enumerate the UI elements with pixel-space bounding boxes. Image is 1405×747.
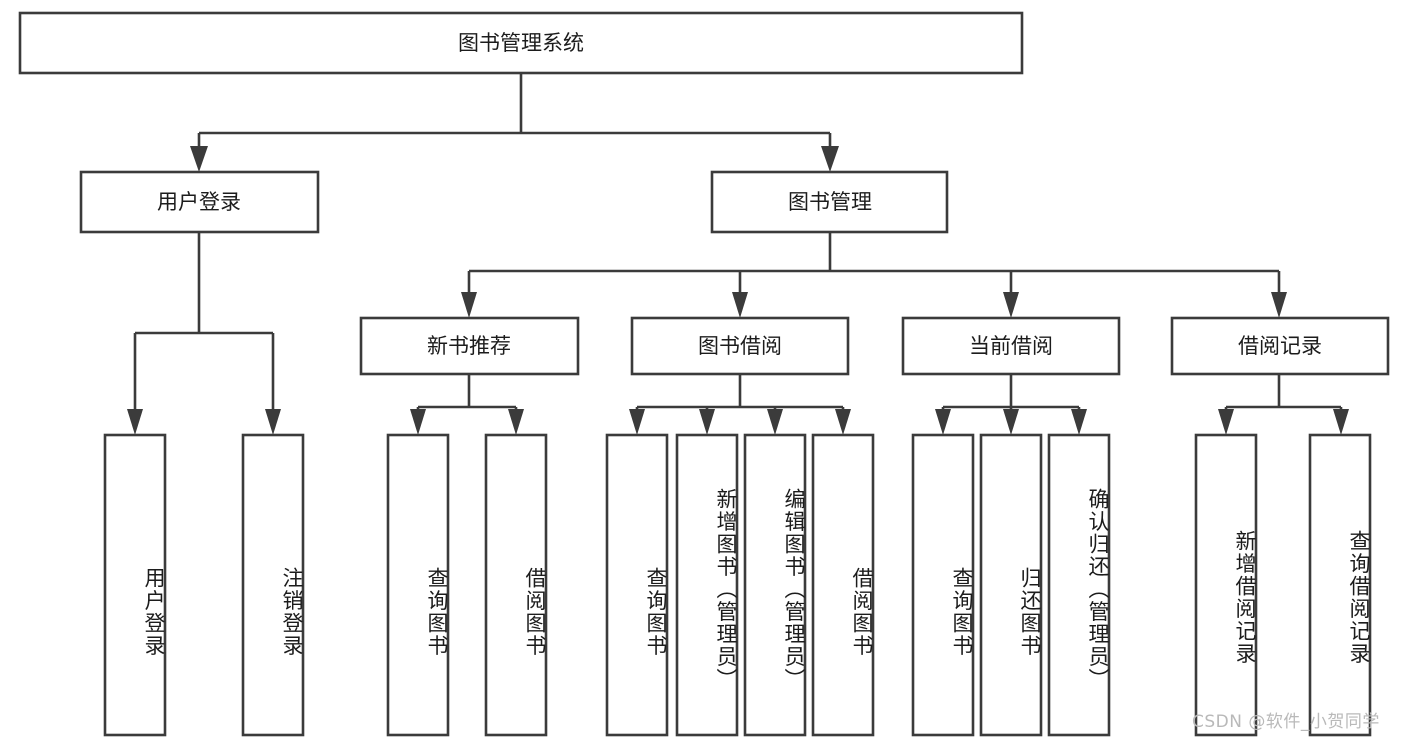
arrowhead-leaf-borrow-book-1 bbox=[508, 409, 524, 435]
arrowhead-book-borrow bbox=[732, 292, 748, 318]
node-leaf-borrow-book-1-box[interactable] bbox=[484, 433, 548, 737]
connector-layer bbox=[127, 73, 1349, 435]
node-current-borrow[interactable]: 当前借阅 bbox=[901, 316, 1121, 376]
node-leaf-query-book-3-box[interactable] bbox=[911, 433, 975, 737]
node-user-login[interactable]: 用户登录 bbox=[79, 170, 320, 234]
arrowhead-leaf-query-book-2 bbox=[629, 409, 645, 435]
arrowhead-leaf-edit-book bbox=[767, 409, 783, 435]
node-leaf-query-book-1-box[interactable] bbox=[386, 433, 450, 737]
arrowhead-leaf-query-record bbox=[1333, 409, 1349, 435]
node-new-book-rec[interactable]: 新书推荐 bbox=[359, 316, 580, 376]
node-leaf-user-login-box[interactable] bbox=[103, 433, 167, 737]
arrowhead-book-manage bbox=[821, 146, 839, 172]
node-leaf-add-record-box[interactable] bbox=[1194, 433, 1258, 737]
node-leaf-return-book-box[interactable] bbox=[979, 433, 1043, 737]
node-book-borrow-box[interactable] bbox=[630, 316, 850, 376]
node-root-label: 图书管理系统 bbox=[458, 31, 584, 55]
node-root[interactable]: 图书管理系统 bbox=[18, 11, 1024, 75]
arrowhead-user-login bbox=[190, 146, 208, 172]
node-book-manage-box[interactable] bbox=[710, 170, 949, 234]
arrowhead-leaf-user-login bbox=[127, 409, 143, 435]
node-leaf-query-record-box[interactable] bbox=[1308, 433, 1372, 737]
node-leaf-confirm-return-box[interactable] bbox=[1047, 433, 1111, 737]
node-new-book-rec-box[interactable] bbox=[359, 316, 580, 376]
node-leaf-add-book-box[interactable] bbox=[675, 433, 739, 737]
arrowhead-leaf-return-book bbox=[1003, 409, 1019, 435]
arrowhead-leaf-user-logout bbox=[265, 409, 281, 435]
node-root-box[interactable] bbox=[18, 11, 1024, 75]
arrowhead-leaf-borrow-book-2 bbox=[835, 409, 851, 435]
arrowhead-current-borrow bbox=[1003, 292, 1019, 318]
node-new-book-rec-label: 新书推荐 bbox=[427, 334, 511, 358]
node-borrow-record-label: 借阅记录 bbox=[1238, 334, 1322, 358]
node-book-borrow[interactable]: 图书借阅 bbox=[630, 316, 850, 376]
arrowhead-borrow-record bbox=[1271, 292, 1287, 318]
node-user-login-label: 用户登录 bbox=[157, 190, 241, 214]
arrowhead-leaf-query-book-1 bbox=[410, 409, 426, 435]
arrowhead-leaf-add-record bbox=[1218, 409, 1234, 435]
arrowhead-leaf-confirm-return bbox=[1071, 409, 1087, 435]
node-user-login-box[interactable] bbox=[79, 170, 320, 234]
node-leaf-borrow-book-2-box[interactable] bbox=[811, 433, 875, 737]
node-borrow-record[interactable]: 借阅记录 bbox=[1170, 316, 1390, 376]
csdn-watermark: CSDN @软件_小贺同学 bbox=[1192, 712, 1380, 732]
node-current-borrow-box[interactable] bbox=[901, 316, 1121, 376]
node-book-manage-label: 图书管理 bbox=[788, 190, 872, 214]
node-borrow-record-box[interactable] bbox=[1170, 316, 1390, 376]
node-leaf-query-book-2-box[interactable] bbox=[605, 433, 669, 737]
arrowhead-leaf-add-book bbox=[699, 409, 715, 435]
node-current-borrow-label: 当前借阅 bbox=[969, 334, 1053, 358]
node-book-borrow-label: 图书借阅 bbox=[698, 334, 782, 358]
node-leaf-user-logout-box[interactable] bbox=[241, 433, 305, 737]
leaf-box-layer bbox=[103, 433, 1372, 737]
arrowhead-new-book-rec bbox=[461, 292, 477, 318]
arrowhead-leaf-query-book-3 bbox=[935, 409, 951, 435]
node-leaf-edit-book-box[interactable] bbox=[743, 433, 807, 737]
node-book-manage[interactable]: 图书管理 bbox=[710, 170, 949, 234]
